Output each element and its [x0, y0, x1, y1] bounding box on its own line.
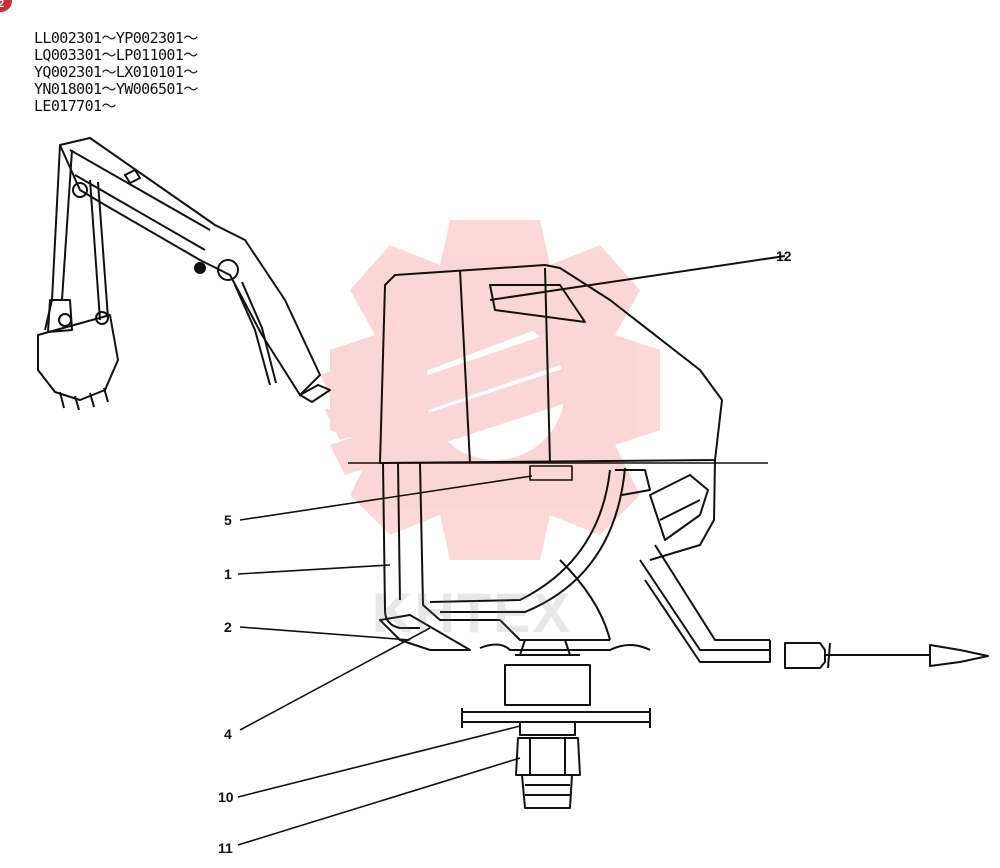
cab-assembly	[348, 255, 989, 669]
excavator-arm-icon	[37, 137, 331, 411]
leader-line-11	[237, 757, 521, 846]
serial-line-1: LL002301～YP002301～	[34, 29, 198, 47]
leader-line-5	[239, 475, 533, 521]
callout-4: 4	[224, 726, 232, 742]
leader-line-2	[239, 626, 411, 641]
swivel-bolt-assembly	[461, 639, 651, 809]
serial-line-4: YN018001～YW006501～	[34, 80, 198, 98]
leader-line-1	[237, 564, 391, 575]
callout-2: 2	[224, 619, 232, 635]
watermark-gear-icon	[320, 220, 660, 560]
callout-12: 12	[776, 248, 792, 264]
leader-lines	[237, 475, 533, 846]
callout-10: 10	[218, 789, 234, 805]
serial-number-list: LL002301～YP002301～ LQ003301～LP011001～ YQ…	[34, 30, 198, 115]
watermark-text: KHTEX	[372, 581, 572, 644]
serial-line-5: LE017701～	[34, 97, 116, 115]
serial-line-3: YQ002301～LX010101～	[34, 63, 198, 81]
leader-line-10	[237, 725, 521, 798]
callout-5: 5	[224, 512, 232, 528]
callout-11: 11	[218, 840, 233, 856]
callout-1: 1	[224, 566, 232, 582]
leader-line-4	[239, 627, 431, 731]
serial-line-2: LQ003301～LP011001～	[34, 46, 198, 64]
